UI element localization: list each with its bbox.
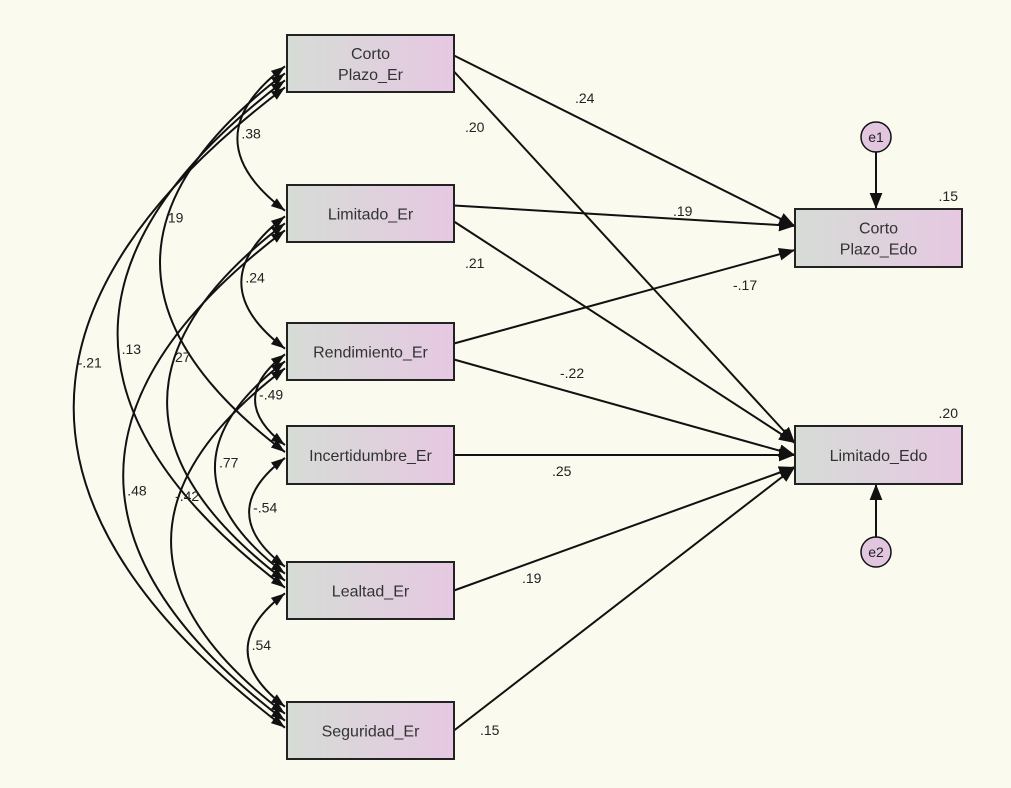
variable-name: Seguridad_Er xyxy=(322,724,421,741)
path-coefficient: .19 xyxy=(522,570,542,586)
covariance-label: .19 xyxy=(164,210,184,226)
regression-path-ren_er-cp_edo xyxy=(453,248,796,345)
variable-box xyxy=(794,208,963,268)
error-term-e1 xyxy=(860,121,892,153)
variable-box xyxy=(286,322,455,381)
observed-variable-lea_er: Lealtad_Er xyxy=(286,561,455,620)
covariance-label: .48 xyxy=(127,483,147,499)
covariance-arc-lim_er-lea_er xyxy=(166,222,286,582)
covariance-arc-inc_er-lea_er xyxy=(248,457,286,568)
covariance-arc-ren_er-lea_er xyxy=(213,360,286,575)
covariance-label: .38 xyxy=(241,126,261,142)
regression-path-cp_er-cp_edo xyxy=(453,54,796,227)
covariance-arc-lea_er-seg_er xyxy=(246,592,286,708)
variable-name: Limitado_Edo xyxy=(830,448,928,465)
covariance-arc-cp_er-lim_er xyxy=(236,65,286,212)
r-squared-label: .15 xyxy=(939,188,959,204)
path-coefficient: .19 xyxy=(673,203,693,219)
variable-name: Plazo_Er xyxy=(338,67,404,84)
observed-variable-lim_edo: Limitado_Edo .20 xyxy=(794,405,963,485)
variable-box xyxy=(286,184,455,243)
path-coefficient: -.22 xyxy=(560,365,584,381)
variable-name: Lealtad_Er xyxy=(332,584,410,601)
observed-variable-seg_er: Seguridad_Er xyxy=(286,701,455,760)
path-coefficient: -.17 xyxy=(733,277,757,293)
regression-path-lim_er-lim_edo xyxy=(453,220,796,444)
error-label: e2 xyxy=(868,544,884,560)
variable-box xyxy=(286,561,455,620)
covariance-label: .24 xyxy=(245,270,265,286)
covariance-label: .77 xyxy=(219,455,239,471)
regression-path-ren_er-lim_edo xyxy=(453,358,796,457)
covariance-label: -.42 xyxy=(175,488,199,504)
variable-name: Plazo_Edo xyxy=(840,242,917,259)
covariance-label: .13 xyxy=(122,341,142,357)
variable-name: Rendimiento_Er xyxy=(313,345,428,362)
error-label: e1 xyxy=(868,129,884,145)
path-coefficient: .25 xyxy=(552,463,572,479)
path-coefficient: .15 xyxy=(480,722,500,738)
path-coefficient: .24 xyxy=(575,90,595,106)
covariance-label: .27 xyxy=(171,349,191,365)
variable-box xyxy=(286,34,455,93)
path-coefficient: .21 xyxy=(465,255,485,271)
regression-path-seg_er-lim_edo xyxy=(453,466,796,732)
observed-variable-inc_er: Incertidumbre_Er xyxy=(286,425,455,485)
covariance-arc-cp_er-lea_er xyxy=(116,79,286,589)
covariance-arc-cp_er-inc_er xyxy=(159,72,286,453)
r-squared-label: .20 xyxy=(939,405,959,421)
covariance-label: -.54 xyxy=(253,499,277,515)
variable-name: Corto xyxy=(351,46,390,63)
regression-path-lea_er-lim_edo xyxy=(453,466,796,592)
variable-name: Corto xyxy=(859,221,898,238)
path-coefficient: .20 xyxy=(465,119,485,135)
covariance-arc-lim_er-seg_er xyxy=(122,229,286,722)
observed-variable-lim_er: Limitado_Er xyxy=(286,184,455,243)
observed-variable-ren_er: Rendimiento_Er xyxy=(286,322,455,381)
variable-box xyxy=(794,425,963,485)
regression-path-cp_er-lim_edo xyxy=(453,70,796,444)
variable-box xyxy=(286,701,455,760)
variable-name: Limitado_Er xyxy=(328,207,414,224)
covariance-label: .54 xyxy=(252,637,272,653)
variable-box xyxy=(286,425,455,485)
covariance-arc-cp_er-seg_er xyxy=(72,86,286,729)
covariance-label: -.49 xyxy=(259,387,283,403)
variable-name: Incertidumbre_Er xyxy=(309,448,432,465)
error-term-e2 xyxy=(860,536,892,568)
covariance-arc-ren_er-seg_er xyxy=(170,367,286,715)
covariance-label: -.21 xyxy=(78,355,102,371)
regression-path-lim_er-cp_edo xyxy=(453,204,796,232)
covariance-arc-lim_er-ren_er xyxy=(240,215,286,350)
